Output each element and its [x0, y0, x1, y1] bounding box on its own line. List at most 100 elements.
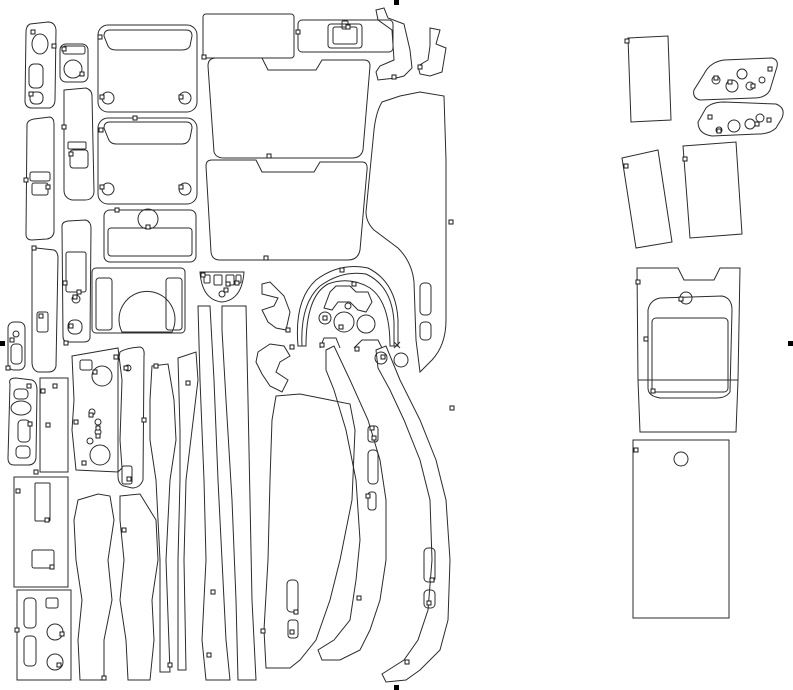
node-square-icon[interactable]: [132, 115, 138, 121]
node-square-icon[interactable]: [200, 272, 206, 278]
node-square-icon[interactable]: [114, 207, 120, 213]
node-square-icon[interactable]: [650, 388, 656, 394]
trim-piece-top-vent-panel[interactable]: [298, 20, 393, 52]
node-square-icon[interactable]: [404, 659, 410, 665]
node-square-icon[interactable]: [750, 83, 756, 89]
trim-piece-top-left-switch-panel[interactable]: [25, 22, 56, 108]
node-square-icon[interactable]: [26, 383, 32, 389]
node-square-icon[interactable]: [95, 425, 101, 431]
trim-piece-top-right-bracket-1[interactable]: [376, 8, 412, 80]
trim-piece-mirror-switch[interactable]: [8, 322, 25, 370]
node-square-icon[interactable]: [79, 71, 85, 77]
node-square-icon[interactable]: [38, 313, 44, 319]
trim-piece-leg-left[interactable]: [74, 494, 114, 680]
node-square-icon[interactable]: [225, 281, 231, 287]
node-square-icon[interactable]: [141, 417, 147, 423]
trim-strip-c[interactable]: [198, 306, 230, 680]
node-square-icon[interactable]: [289, 344, 295, 350]
trim-piece-bottom-left-panel-2[interactable]: [17, 590, 71, 680]
trim-piece-right-tall-rectangle[interactable]: [628, 36, 671, 122]
trim-strip-a[interactable]: [150, 364, 176, 672]
node-square-icon[interactable]: [121, 527, 127, 533]
node-square-icon[interactable]: [167, 662, 173, 668]
selection-handle-right-icon[interactable]: [788, 341, 793, 346]
node-square-icon[interactable]: [678, 296, 684, 302]
trim-piece-window-switch-panel[interactable]: [8, 378, 37, 465]
trim-piece-upper-panel-2[interactable]: [98, 118, 197, 204]
node-square-icon[interactable]: [623, 163, 629, 169]
node-square-icon[interactable]: [293, 609, 299, 615]
node-square-icon[interactable]: [27, 421, 33, 427]
selection-handle-top-icon[interactable]: [394, 0, 399, 5]
node-square-icon[interactable]: [635, 279, 641, 285]
node-square-icon[interactable]: [201, 54, 207, 60]
node-square-icon[interactable]: [263, 255, 269, 261]
node-square-icon[interactable]: [61, 124, 67, 130]
trim-piece-arch-bezel[interactable]: [200, 272, 244, 302]
trim-piece-pillar-right[interactable]: [683, 142, 742, 238]
trim-piece-door-switch-strip-4[interactable]: [32, 248, 58, 372]
trim-piece-door-insert-middle[interactable]: [318, 346, 386, 660]
node-square-icon[interactable]: [51, 43, 57, 49]
node-square-icon[interactable]: [73, 419, 79, 425]
trim-piece-door-insert-right[interactable]: [376, 346, 450, 682]
node-square-icon[interactable]: [30, 29, 36, 35]
node-square-icon[interactable]: [266, 153, 272, 159]
trim-piece-shifter-surround[interactable]: [92, 268, 185, 333]
node-square-icon[interactable]: [145, 224, 151, 230]
node-square-icon[interactable]: [76, 289, 82, 295]
trim-piece-instrument-cluster-hood[interactable]: [297, 267, 398, 349]
trim-strip-b[interactable]: [178, 352, 198, 670]
node-square-icon[interactable]: [371, 435, 377, 441]
node-square-icon[interactable]: [33, 469, 39, 475]
trim-piece-large-right-rectangle[interactable]: [633, 440, 729, 618]
node-square-icon[interactable]: [15, 488, 21, 494]
node-square-icon[interactable]: [88, 412, 94, 418]
node-square-icon[interactable]: [98, 127, 104, 133]
node-square-icon[interactable]: [68, 323, 74, 329]
node-square-icon[interactable]: [345, 24, 351, 30]
selection-handle-bottom-icon[interactable]: [394, 685, 399, 690]
node-square-icon[interactable]: [99, 94, 105, 100]
trim-piece-right-door-panel[interactable]: [366, 92, 446, 372]
node-square-icon[interactable]: [28, 91, 34, 97]
node-square-icon[interactable]: [322, 315, 328, 321]
node-square-icon[interactable]: [417, 64, 423, 70]
node-square-icon[interactable]: [45, 422, 51, 428]
node-square-icon[interactable]: [99, 184, 105, 190]
node-square-icon[interactable]: [339, 267, 345, 273]
trim-strip-d[interactable]: [222, 306, 256, 680]
trim-piece-door-insert-left[interactable]: [264, 394, 355, 668]
trim-piece-large-panel-upper[interactable]: [208, 58, 370, 158]
trim-piece-door-switch-strip-1[interactable]: [26, 117, 54, 240]
node-square-icon[interactable]: [356, 595, 362, 601]
node-square-icon[interactable]: [210, 589, 216, 595]
node-square-icon[interactable]: [365, 493, 371, 499]
node-square-icon[interactable]: [767, 66, 773, 72]
node-square-icon[interactable]: [62, 280, 68, 286]
node-square-icon[interactable]: [52, 383, 58, 389]
node-square-icon[interactable]: [44, 517, 50, 523]
trim-piece-center-console-stack[interactable]: [72, 348, 122, 472]
node-square-icon[interactable]: [429, 577, 435, 583]
node-square-icon[interactable]: [45, 184, 51, 190]
trim-piece-large-panel-lower[interactable]: [206, 160, 367, 260]
node-square-icon[interactable]: [754, 121, 760, 127]
node-square-icon[interactable]: [319, 342, 325, 348]
node-square-icon[interactable]: [449, 405, 455, 411]
node-square-icon[interactable]: [92, 369, 98, 375]
trim-piece-console-side-strip[interactable]: [118, 347, 144, 488]
trim-piece-screen-surround[interactable]: [104, 209, 196, 262]
node-square-icon[interactable]: [95, 433, 101, 439]
node-square-icon[interactable]: [31, 245, 37, 251]
trim-piece-small-round-buttons[interactable]: [375, 342, 408, 367]
node-square-icon[interactable]: [234, 280, 240, 286]
selection-handle-left-icon[interactable]: [0, 341, 5, 346]
node-square-icon[interactable]: [633, 447, 639, 453]
node-square-icon[interactable]: [351, 281, 357, 287]
node-square-icon[interactable]: [369, 425, 375, 431]
node-square-icon[interactable]: [72, 294, 78, 300]
node-square-icon[interactable]: [682, 156, 688, 162]
node-square-icon[interactable]: [289, 629, 295, 635]
trim-piece-narrow-rectangle[interactable]: [40, 378, 68, 472]
